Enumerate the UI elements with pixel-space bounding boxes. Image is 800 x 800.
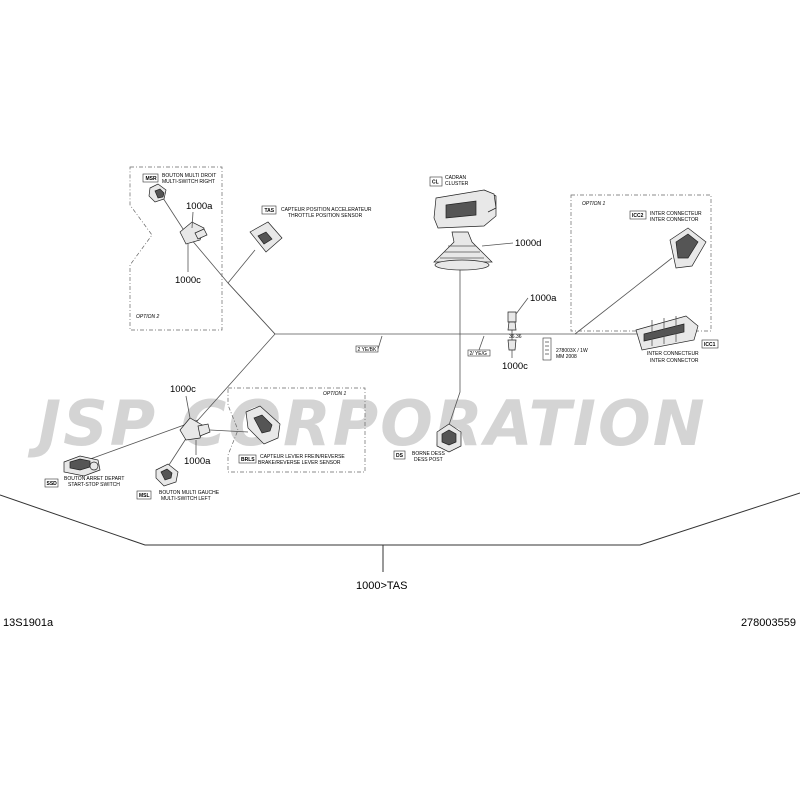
- icc1-connector-icon: [635, 315, 699, 351]
- icc1-component: ICC1 INTER CONNECTEUR INTER CONNECTOR: [635, 315, 719, 364]
- svg-text:INTER CONNECTOR: INTER CONNECTOR: [650, 358, 699, 364]
- ds-component: DS BORNE DESS DESS POST: [393, 423, 462, 463]
- svg-text:INTER CONNECTEUR: INTER CONNECTEUR: [650, 211, 702, 217]
- svg-text:TAS: TAS: [265, 208, 275, 214]
- ssd-component: SSD BOUTON ARRET DEPART START-STOP SWITC…: [44, 455, 124, 488]
- svg-text:CADRAN: CADRAN: [445, 175, 467, 181]
- dess-post-icon: [436, 423, 462, 453]
- svg-text:START-STOP SWITCH: START-STOP SWITCH: [68, 482, 120, 488]
- option-2-region: OPTION 2: [129, 166, 223, 331]
- svg-text:278003X / 1W: 278003X / 1W: [556, 348, 588, 354]
- svg-text:1000c: 1000c: [502, 361, 528, 372]
- start-stop-switch-icon: [63, 455, 101, 477]
- svg-text:ICC2: ICC2: [632, 213, 644, 219]
- splice-top-left: 1000a 1000c: [175, 201, 213, 286]
- svg-text:CAPTEUR POSITION ACCELERATEUR: CAPTEUR POSITION ACCELERATEUR: [281, 207, 372, 213]
- icc2-connector-icon: [669, 227, 707, 269]
- icc2-component: ICC2 INTER CONNECTEUR INTER CONNECTOR: [629, 210, 707, 269]
- svg-text:CL: CL: [432, 180, 439, 186]
- option-1-mid-region: OPTION 1: [227, 387, 366, 473]
- svg-text:MULTI-SWITCH LEFT: MULTI-SWITCH LEFT: [161, 496, 211, 502]
- svg-text:1000a: 1000a: [184, 456, 211, 467]
- figure-code: 13S1901a: [3, 617, 54, 629]
- svg-text:1000a: 1000a: [530, 293, 557, 304]
- msl-connector-icon: [155, 463, 179, 487]
- svg-text:MULTI-SWITCH RIGHT: MULTI-SWITCH RIGHT: [162, 179, 215, 185]
- svg-text:INTER CONNECTOR: INTER CONNECTOR: [650, 217, 699, 223]
- assembly-bracket: 1000>TAS: [0, 492, 800, 592]
- svg-text:BRLS: BRLS: [241, 457, 255, 463]
- part-number: 278003559: [741, 617, 796, 629]
- svg-text:2 YE/BK: 2 YE/BK: [358, 347, 377, 353]
- option-1-top-label: OPTION 1: [582, 201, 606, 207]
- svg-text:36.36: 36.36: [509, 334, 522, 340]
- svg-text:MSL: MSL: [139, 493, 150, 499]
- svg-text:BORNE DESS: BORNE DESS: [412, 451, 445, 457]
- splice-bottom-left: 1000c 1000a: [170, 384, 211, 467]
- svg-text:INTER CONNECTEUR: INTER CONNECTEUR: [647, 351, 699, 357]
- tas-sensor-icon: [249, 221, 283, 253]
- brls-sensor-icon: [245, 405, 281, 445]
- svg-text:CLUSTER: CLUSTER: [445, 181, 469, 187]
- brls-component: BRLS CAPTEUR LEVIER FREIN/REVERSE BRAKE/…: [238, 405, 345, 466]
- svg-text:1000d: 1000d: [515, 238, 541, 249]
- msr-component: MSR BOUTON MULTI DROIT MULTI-SWITCH RIGH…: [142, 173, 216, 203]
- svg-text:BOUTON ARRET DEPART: BOUTON ARRET DEPART: [64, 476, 124, 482]
- svg-text:SSD: SSD: [47, 481, 58, 487]
- svg-text:THROTTLE POSITION SENSOR: THROTTLE POSITION SENSOR: [288, 213, 363, 219]
- cluster-connector-icon: [433, 189, 497, 229]
- msr-connector-icon: [148, 183, 167, 203]
- svg-text:DS: DS: [396, 453, 404, 459]
- option-2-label: OPTION 2: [136, 314, 160, 320]
- svg-text:1000c: 1000c: [170, 384, 196, 395]
- svg-text:CAPTEUR LEVIER FREIN/REVERSE: CAPTEUR LEVIER FREIN/REVERSE: [260, 454, 345, 460]
- svg-text:BOUTON MULTI GAUCHE: BOUTON MULTI GAUCHE: [159, 490, 220, 496]
- wire-labels: 2 YE/BK 2/ YE/G 278003X / 1W MM 2008: [355, 335, 588, 361]
- cl-component: CL CADRAN CLUSTER 1000d: [429, 175, 541, 271]
- svg-text:MM 2008: MM 2008: [556, 354, 577, 360]
- watermark: JSP CORPORATION: [27, 387, 707, 460]
- svg-text:ICC1: ICC1: [704, 342, 716, 348]
- msl-component: MSL BOUTON MULTI GAUCHE MULTI-SWITCH LEF…: [136, 463, 220, 502]
- svg-text:1000c: 1000c: [175, 275, 201, 286]
- svg-text:BOUTON MULTI DROIT: BOUTON MULTI DROIT: [162, 173, 216, 179]
- grommet-icon: [433, 231, 493, 271]
- svg-text:DESS POST: DESS POST: [414, 457, 443, 463]
- assembly-label: 1000>TAS: [356, 580, 407, 592]
- svg-text:BRAKE/REVERSE LEVER SENSOR: BRAKE/REVERSE LEVER SENSOR: [258, 460, 341, 466]
- svg-text:2/ YE/G: 2/ YE/G: [470, 351, 488, 357]
- option-1-mid-label: OPTION 1: [323, 391, 347, 397]
- svg-text:MSR: MSR: [146, 176, 158, 182]
- tas-component: TAS CAPTEUR POSITION ACCELERATEUR THROTT…: [249, 205, 372, 253]
- svg-text:1000a: 1000a: [186, 201, 213, 212]
- splice-right: 36.36 1000a 1000c: [502, 293, 557, 372]
